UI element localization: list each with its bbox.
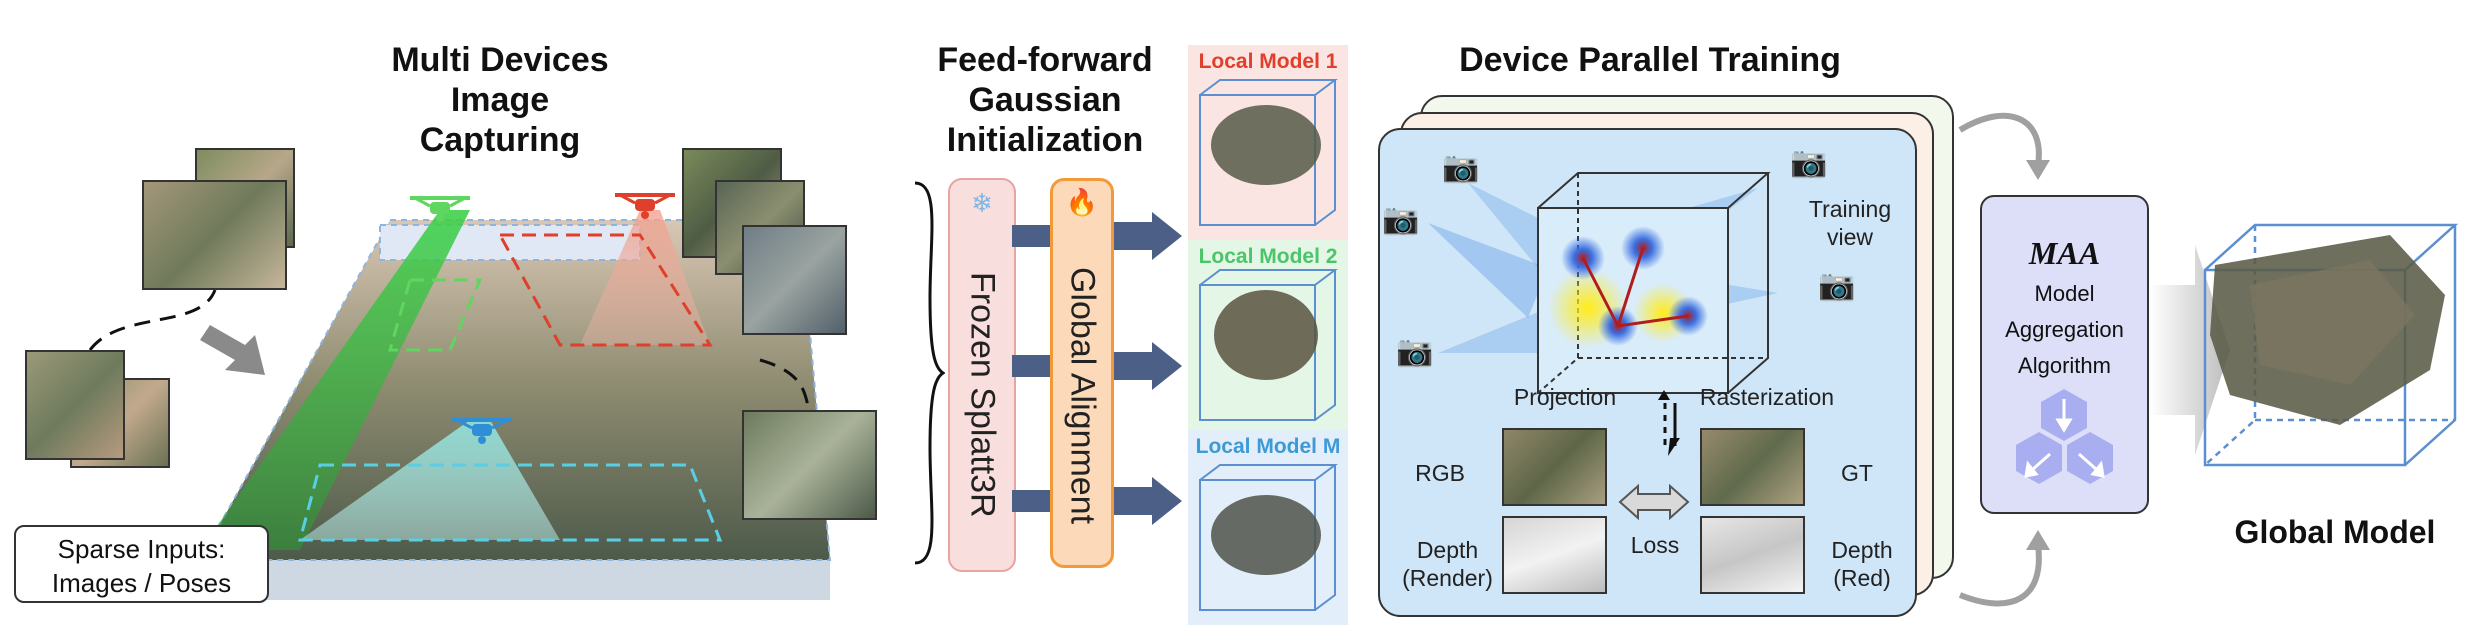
depth-red-label: Depth (Red) — [1831, 537, 1893, 591]
init-flow-arrows — [1012, 212, 1182, 525]
red-view-cone — [580, 210, 710, 345]
camera-icon: 📷 — [1382, 203, 1420, 236]
camera-icon: 📷 — [1396, 335, 1434, 368]
global-model-label: Global Model — [2234, 514, 2436, 550]
photo-thumbnail — [25, 350, 125, 460]
photo-thumbnail — [742, 410, 877, 520]
aggregation-arrows — [1958, 112, 2050, 607]
gt-label: GT — [1841, 460, 1873, 486]
local-model-title: Local Model 1 — [1198, 50, 1338, 73]
training-view-label: Training view — [1808, 196, 1892, 250]
gaussian-blob — [1214, 290, 1318, 380]
aggregation-hexagons-icon — [2016, 389, 2113, 484]
depth-red-image — [1700, 516, 1805, 594]
projection-label: Projection — [1513, 384, 1617, 410]
gaussian-blob — [1211, 495, 1321, 575]
frozen-splatt3r-label: Frozen Splatt3R — [963, 272, 1002, 518]
rgb-label: RGB — [1415, 460, 1465, 486]
photo-thumbnail — [142, 180, 287, 290]
stage1-title: Multi Devices Image Capturing — [391, 41, 609, 159]
depth-render-image — [1502, 516, 1607, 594]
stage3-title: Device Parallel Training — [1459, 41, 1841, 79]
frozen-splatt3r-module: ❄ Frozen Splatt3R — [948, 178, 1016, 572]
blue-drone-icon — [452, 418, 512, 444]
maa-description: Model Aggregation Algorithm — [2005, 281, 2124, 378]
maa-module: MAA Model Aggregation Algorithm — [1980, 195, 2149, 514]
global-alignment-module: 🔥 Global Alignment — [1050, 178, 1114, 568]
loss-double-arrow — [1618, 483, 1690, 521]
global-alignment-label: Global Alignment — [1063, 267, 1102, 525]
gt-image — [1700, 428, 1805, 506]
curly-brace — [914, 181, 945, 565]
output-arrow — [2150, 245, 2230, 455]
green-view-cone — [200, 210, 470, 550]
photo-thumbnail — [742, 225, 847, 335]
maa-title: MAA — [2028, 235, 2101, 271]
camera-icon: 📷 — [1818, 269, 1856, 302]
fire-icon: 🔥 — [1065, 187, 1099, 217]
blue-view-cone — [300, 420, 560, 540]
global-model-cube — [2203, 223, 2459, 467]
gray-arrow — [200, 325, 265, 375]
rasterization-label: Rasterization — [1699, 384, 1835, 410]
local-model-title: Local Model M — [1195, 435, 1341, 458]
stage2-title: Feed-forward Gaussian Initialization — [937, 41, 1153, 159]
terrain-base — [170, 560, 830, 600]
rgb-render-image — [1502, 428, 1607, 506]
training-scene — [1428, 172, 1778, 456]
local-model-title: Local Model 2 — [1198, 245, 1338, 268]
red-drone-icon — [615, 193, 675, 219]
capture-scene — [88, 210, 832, 600]
depth-render-label: Depth (Render) — [1402, 537, 1493, 591]
green-drone-icon — [410, 196, 470, 222]
loss-label: Loss — [1630, 532, 1680, 558]
sparse-inputs-box: Sparse Inputs: Images / Poses — [14, 525, 269, 603]
snowflake-icon: ❄ — [971, 188, 993, 218]
camera-icon: 📷 — [1790, 146, 1828, 179]
local-model-cubes — [1199, 79, 1338, 611]
gaussian-blob — [1211, 105, 1321, 185]
camera-icon: 📷 — [1442, 151, 1480, 184]
